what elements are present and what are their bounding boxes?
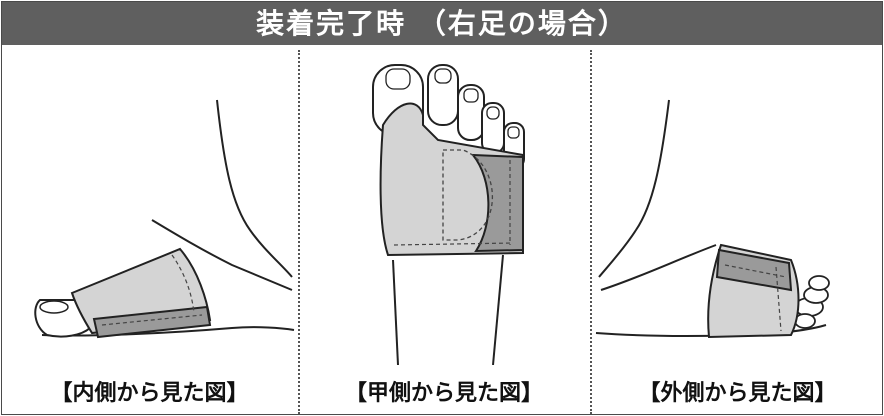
caption-lateral-view: 【外側から見た図】 (638, 381, 837, 406)
panel-dorsal-view: 【甲側から見た図】 (298, 45, 590, 415)
medial-foot-illustration (34, 99, 295, 339)
panel-lateral-view: 【外側から見た図】 (591, 45, 884, 415)
panel-divider-left (298, 50, 300, 414)
dorsal-foot-illustration (372, 64, 525, 365)
panel-medial-view: 【内側から見た図】 (2, 45, 297, 415)
caption-dorsal-view: 【甲側から見た図】 (344, 381, 543, 406)
header-title: 装着完了時 （右足の場合） (2, 2, 882, 45)
caption-medial-view: 【内側から見た図】 (50, 381, 249, 406)
panel-divider-right (590, 50, 592, 414)
lateral-foot-illustration (595, 99, 830, 339)
